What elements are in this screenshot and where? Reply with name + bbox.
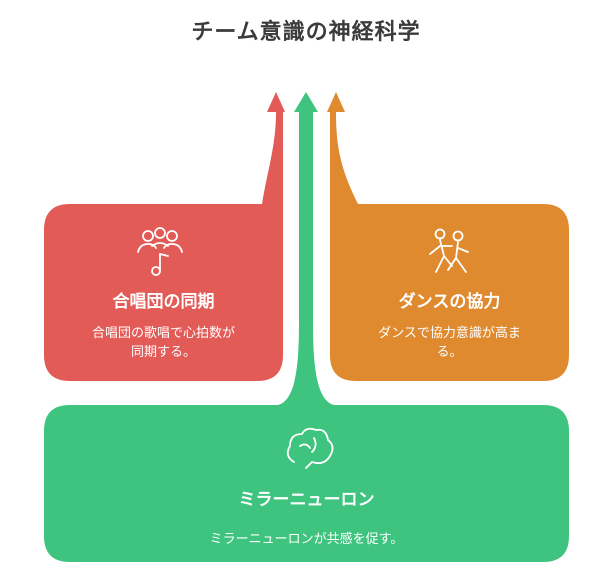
dance-card-shape — [327, 92, 569, 381]
mirror-neuron-card-shape — [44, 92, 569, 562]
choir-desc-line-2: 同期する。 — [130, 345, 196, 360]
brain-icon — [286, 427, 334, 469]
dance-card-description: ダンスで協力意識が高ま る。 — [330, 324, 569, 362]
mirror-neuron-card: ミラーニューロン ミラーニューロンが共感を促す。 — [44, 485, 569, 549]
choir-desc-line-1: 合唱団の歌唱で心拍数が — [91, 326, 235, 341]
choir-card-title: 合唱団の同期 — [112, 292, 215, 312]
page-title: チーム意識の神経科学 — [191, 20, 421, 45]
dance-desc-line-1: ダンスで協力意識が高ま — [378, 326, 521, 341]
dancing-people-icon — [429, 228, 469, 273]
dance-card-title: ダンスの協力 — [398, 292, 501, 312]
dance-desc-line-2: る。 — [436, 345, 463, 360]
choir-card-description: 合唱団の歌唱で心拍数が 同期する。 — [44, 324, 283, 362]
mirror-neuron-card-description: ミラーニューロンが共感を促す。 — [209, 532, 404, 547]
choir-people-music-icon — [137, 227, 183, 276]
dance-card: ダンスの協力 ダンスで協力意識が高ま る。 — [330, 287, 569, 362]
choir-card: 合唱団の同期 合唱団の歌唱で心拍数が 同期する。 — [44, 287, 283, 362]
mirror-neuron-card-title: ミラーニューロン — [238, 490, 375, 510]
